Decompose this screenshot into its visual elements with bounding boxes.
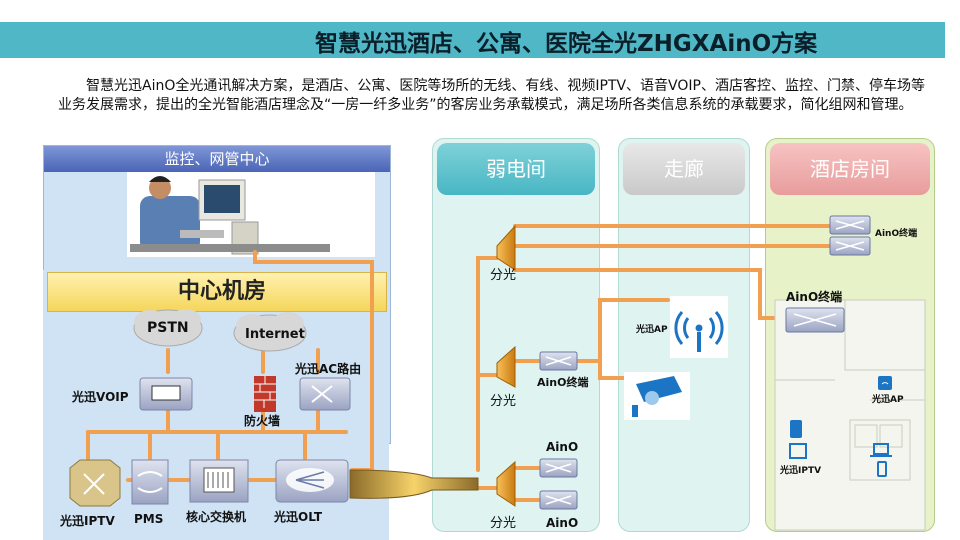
splitter-1-label: 分光: [490, 268, 517, 283]
splitter-3: [496, 460, 516, 507]
aino-terminal-2: [539, 490, 578, 510]
voip-label: 光迅VOIP: [72, 390, 129, 404]
tv-icon: [789, 443, 807, 459]
pstn-label: PSTN: [147, 320, 189, 336]
internet-cloud: [233, 312, 307, 352]
ac-router-device: [299, 377, 351, 411]
olt-device: [275, 459, 349, 503]
room-top-terminal-label: AinO终端: [875, 229, 918, 239]
phone-device-icon: [790, 420, 802, 438]
monitor-center-title: 监控、网管中心: [44, 146, 390, 172]
olt-label: 光迅OLT: [274, 510, 323, 524]
router-icon: [311, 385, 333, 403]
core-switch-label: 核心交换机: [186, 510, 247, 524]
server-room-title-text: 中心机房: [178, 279, 267, 304]
camera-icon: [624, 372, 690, 420]
room-iptv-label: 光迅IPTV: [780, 466, 822, 476]
aino-terminal-room-top-1: [829, 215, 871, 235]
fiber-bundle: [349, 469, 479, 499]
pms-label: PMS: [134, 512, 164, 526]
corridor-column: 走廊: [618, 138, 750, 532]
corridor-title: 走廊: [623, 143, 745, 195]
splitter-2-label: 分光: [490, 394, 517, 409]
fiber-links: [86, 224, 832, 502]
laptop-icon: [870, 443, 892, 457]
hotel-room-title: 酒店房间: [770, 143, 930, 195]
splitter-3-label: 分光: [490, 516, 517, 531]
aino-terminal-room-top-2: [829, 236, 871, 256]
phone-icon: [151, 385, 181, 401]
server-room-title: 中心机房: [47, 272, 387, 312]
firewall-label: 防火墙: [244, 414, 281, 428]
mobile-icon: [877, 461, 887, 477]
internet-label: Internet: [245, 327, 305, 342]
room-ap-icon: [878, 376, 892, 390]
ac-router-label: 光迅AC路由: [295, 362, 362, 376]
aino-terminal-weak-label: AinO终端: [537, 376, 589, 389]
splitter-1: [496, 224, 516, 271]
page-title: 智慧光迅酒店、公寓、医院全光ZHGXAinO方案: [315, 31, 818, 57]
aino-2-label: AinO: [546, 516, 579, 530]
aino-1-label: AinO: [546, 440, 579, 454]
aino-terminal-1: [539, 458, 578, 478]
aino-terminal-room: [785, 307, 845, 333]
splitter-2: [496, 345, 516, 388]
weak-room-title: 弱电间: [437, 143, 595, 195]
pstn-cloud: [133, 309, 203, 347]
wifi-ap-icon: [670, 296, 728, 358]
intro-paragraph: 智慧光迅AinO全光通讯解决方案，是酒店、公寓、医院等场所的无线、有线、视频IP…: [58, 78, 925, 113]
pms-device: [131, 459, 169, 505]
room-floorplan: [774, 299, 926, 531]
iptv-label: 光迅IPTV: [60, 514, 115, 528]
room-ap-label: 光迅AP: [872, 395, 904, 405]
iptv-server-device: [69, 459, 121, 507]
firewall-icon: [254, 376, 276, 412]
operator-illustration: [127, 172, 375, 257]
title-bar: [0, 22, 945, 58]
room-terminal-label: AinO终端: [786, 290, 843, 304]
corridor-ap-label: 光迅AP: [636, 325, 668, 335]
core-switch-device: [189, 459, 249, 503]
aino-terminal-weak: [539, 351, 578, 371]
